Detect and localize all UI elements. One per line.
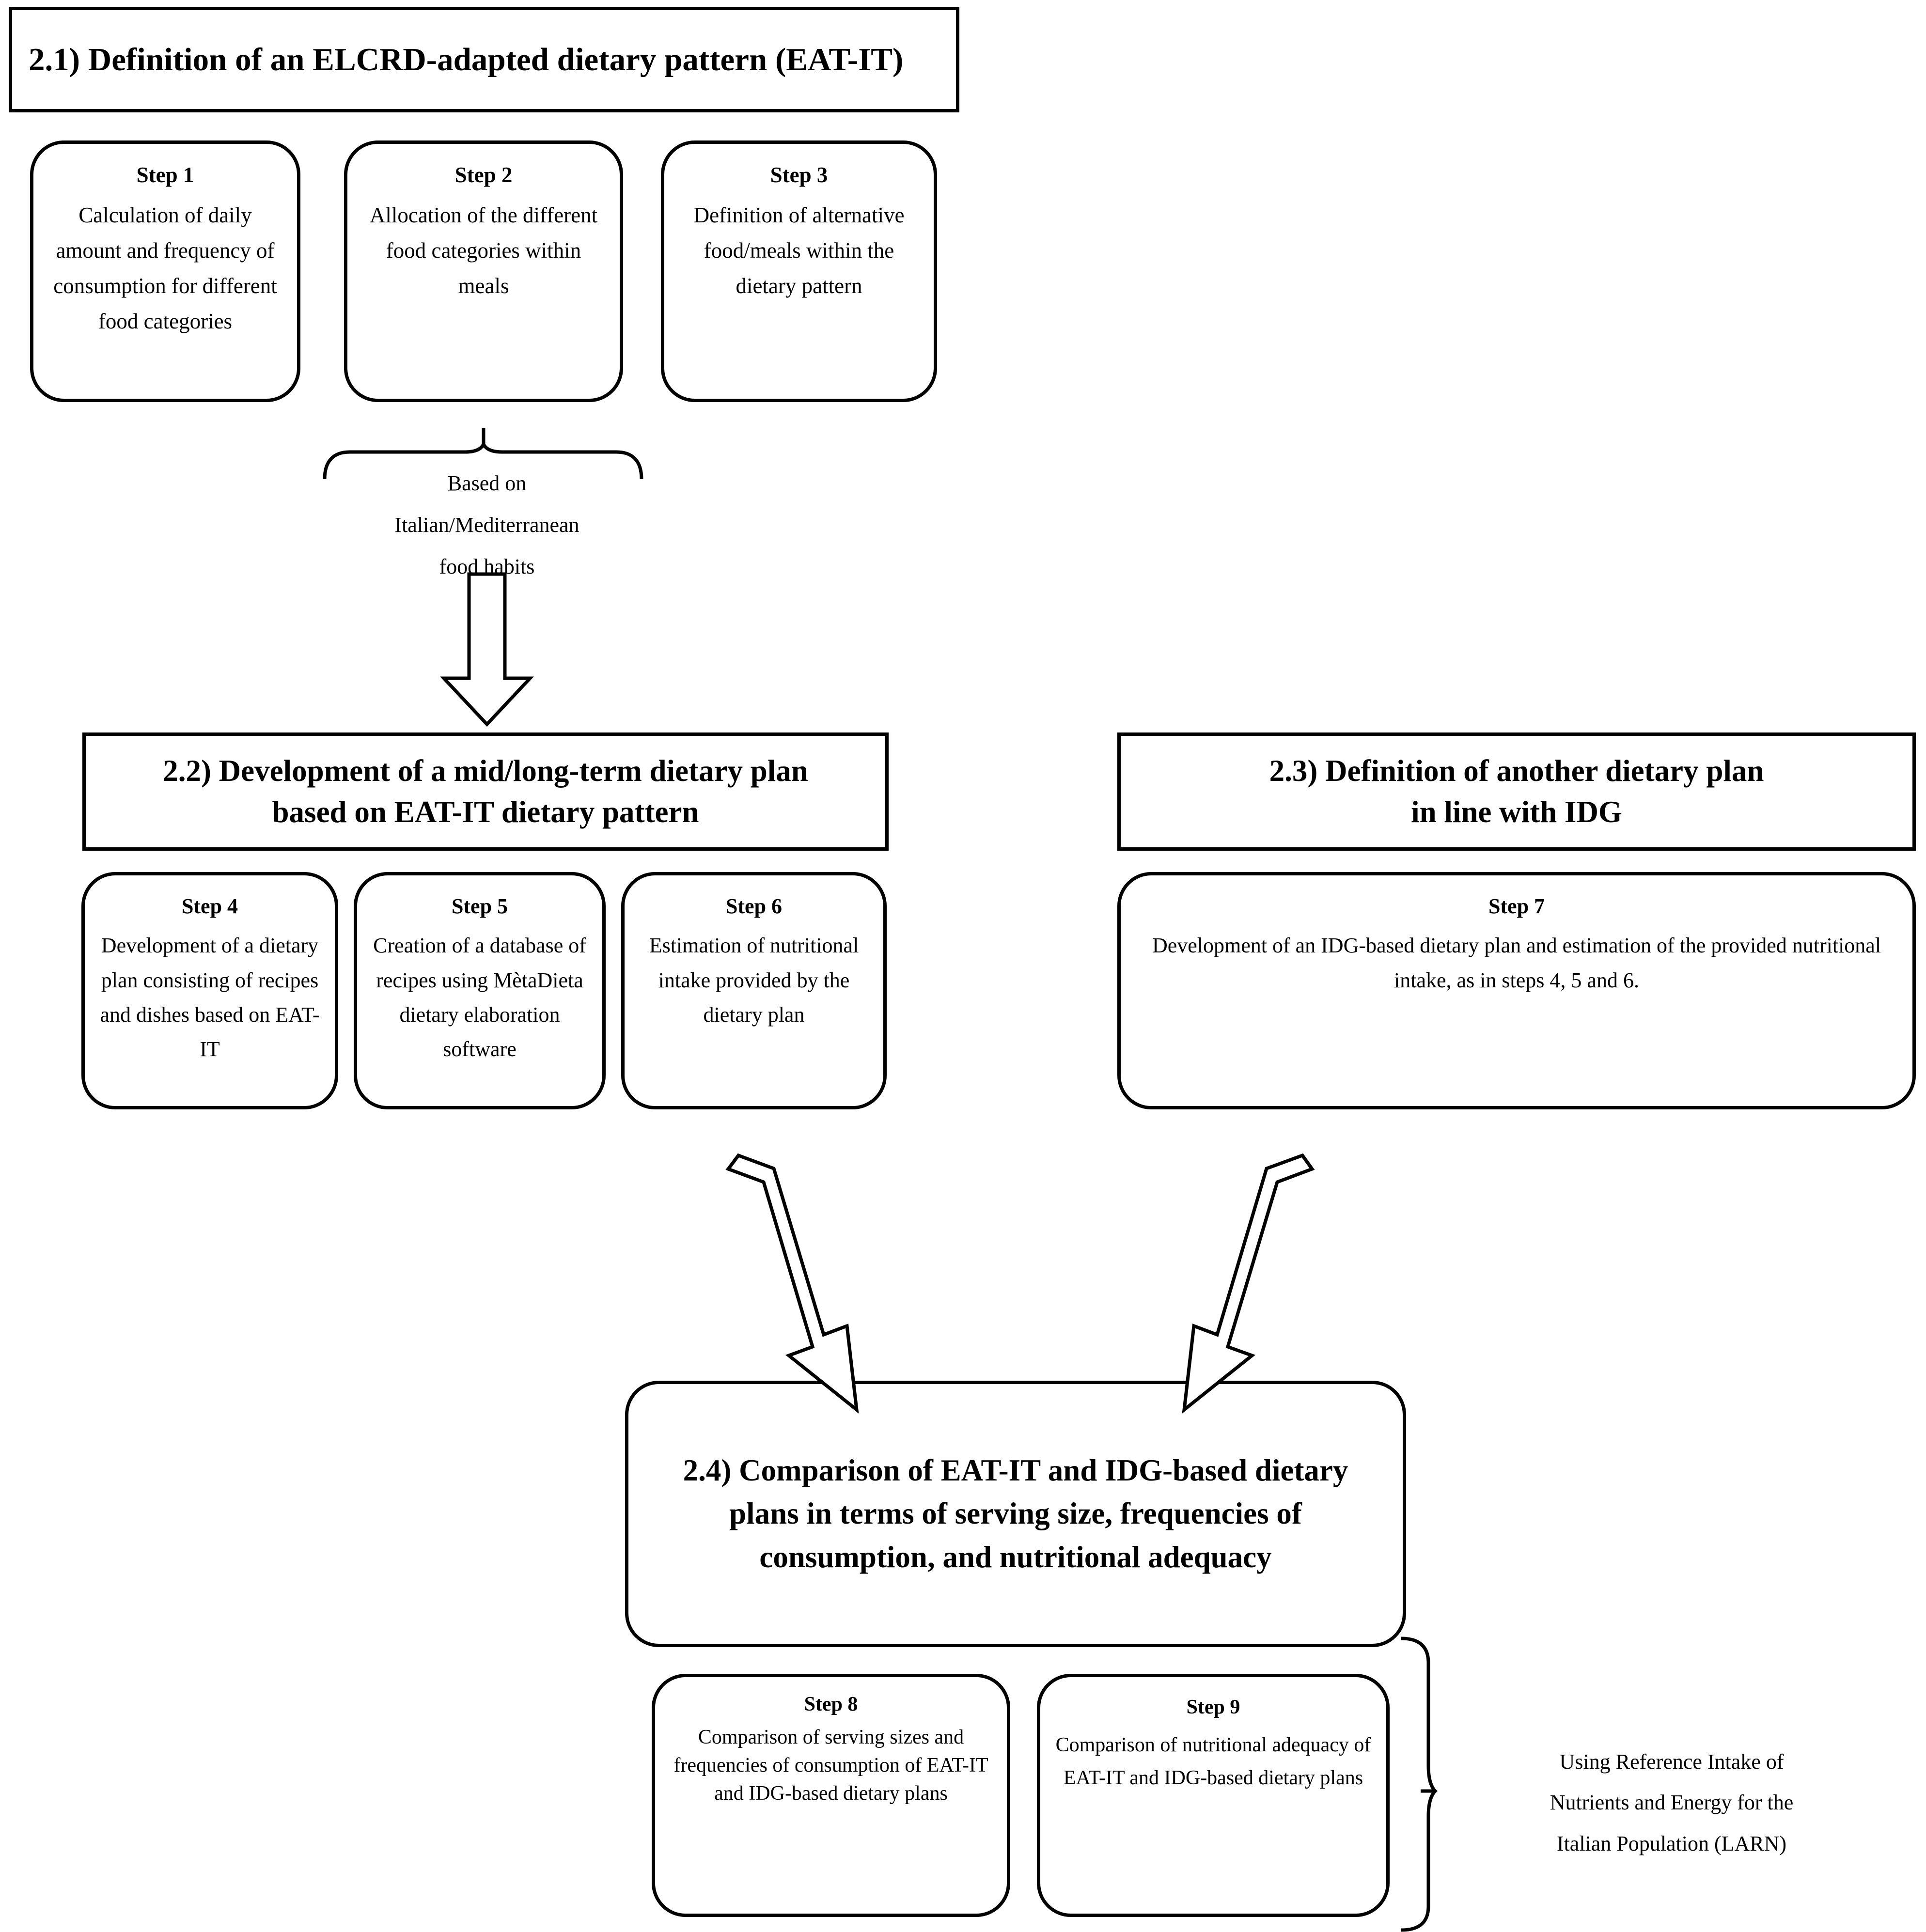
section-header-2-4-line-3: consumption, and nutritional adequacy xyxy=(759,1540,1272,1574)
step-box-8: Step 8 Comparison of serving sizes and f… xyxy=(652,1674,1010,1917)
step-4-body: Development of a dietary plan consisting… xyxy=(100,934,320,1061)
step-3-body: Definition of alternative food/meals wit… xyxy=(693,203,905,298)
step-6-body: Estimation of nutritional intake provide… xyxy=(649,934,859,1027)
step-9-title: Step 9 xyxy=(1186,1696,1240,1718)
step-4-title: Step 4 xyxy=(181,894,238,918)
section-header-2-2: 2.2) Development of a mid/long-term diet… xyxy=(82,732,889,851)
step-8-body: Comparison of serving sizes and frequenc… xyxy=(673,1726,988,1805)
step-6-title: Step 6 xyxy=(725,894,783,918)
section-header-2-2-line-2: based on EAT-IT dietary pattern xyxy=(272,795,699,829)
larn-note-line-2: Nutrients and Energy for the xyxy=(1550,1791,1794,1815)
step-8-title: Step 8 xyxy=(804,1693,858,1715)
step-1-title: Step 1 xyxy=(136,163,194,187)
section-header-2-4: 2.4) Comparison of EAT-IT and IDG-based … xyxy=(625,1381,1406,1647)
step-box-6: Step 6 Estimation of nutritional intake … xyxy=(621,872,887,1109)
section-header-2-4-line-1: 2.4) Comparison of EAT-IT and IDG-based … xyxy=(683,1453,1348,1487)
larn-note-line-3: Italian Population (LARN) xyxy=(1556,1831,1787,1855)
section-header-2-3: 2.3) Definition of another dietary plan … xyxy=(1117,732,1916,851)
section-header-2-3-line-1: 2.3) Definition of another dietary plan xyxy=(1269,753,1764,788)
section-header-2-2-line-1: 2.2) Development of a mid/long-term diet… xyxy=(163,753,808,788)
based-on-note-line-1: Based on xyxy=(447,471,527,495)
based-on-note: Based on Italian/Mediterranean food habi… xyxy=(339,463,635,587)
arrow-to-section-22-icon xyxy=(439,572,534,727)
step-9-body: Comparison of nutritional adequacy of EA… xyxy=(1055,1734,1371,1790)
step-1-body: Calculation of daily amount and frequenc… xyxy=(53,203,277,333)
section-header-2-3-line-2: in line with IDG xyxy=(1411,795,1622,829)
step-2-body: Allocation of the different food categor… xyxy=(369,203,598,298)
arrow-step6-to-section-24-icon xyxy=(725,1153,859,1414)
step-box-4: Step 4 Development of a dietary plan con… xyxy=(81,872,338,1109)
step-box-9: Step 9 Comparison of nutritional adequac… xyxy=(1037,1674,1390,1917)
section-header-2-1-label: 2.1) Definition of an ELCRD-adapted diet… xyxy=(29,41,904,78)
step-box-3: Step 3 Definition of alternative food/me… xyxy=(661,140,937,402)
step-7-body: Development of an IDG-based dietary plan… xyxy=(1152,934,1881,992)
step-box-1: Step 1 Calculation of daily amount and f… xyxy=(30,140,300,402)
step-5-title: Step 5 xyxy=(451,894,508,918)
based-on-note-line-2: Italian/Mediterranean xyxy=(394,513,579,537)
larn-note-line-1: Using Reference Intake of xyxy=(1559,1750,1784,1774)
step-5-body: Creation of a database of recipes using … xyxy=(373,934,586,1061)
arrow-step7-to-section-24-icon xyxy=(1182,1153,1315,1414)
step-box-7: Step 7 Development of an IDG-based dieta… xyxy=(1117,872,1916,1109)
step-2-title: Step 2 xyxy=(454,163,513,187)
based-on-note-line-3: food habits xyxy=(439,554,535,578)
step-box-5: Step 5 Creation of a database of recipes… xyxy=(354,872,606,1109)
section-header-2-4-line-2: plans in terms of serving size, frequenc… xyxy=(729,1496,1302,1531)
step-7-title: Step 7 xyxy=(1488,894,1545,918)
step-3-title: Step 3 xyxy=(770,163,828,187)
larn-note: Using Reference Intake of Nutrients and … xyxy=(1454,1742,1890,1864)
section-header-2-1: 2.1) Definition of an ELCRD-adapted diet… xyxy=(9,7,959,112)
step-box-2: Step 2 Allocation of the different food … xyxy=(344,140,623,402)
brace-right-of-steps-8-9-icon xyxy=(1401,1636,1438,1932)
